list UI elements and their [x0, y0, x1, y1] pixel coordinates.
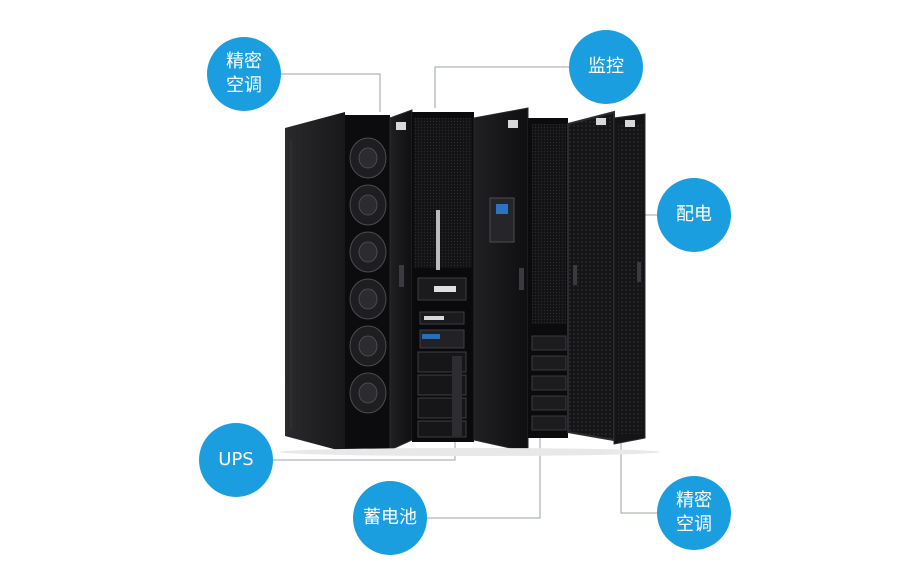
callout-monitoring: 监控 [569, 30, 643, 104]
callout-power-distribution: 配电 [657, 178, 731, 252]
callout-precision-ac-top: 精密 空调 [207, 37, 281, 111]
ac-fans [349, 137, 387, 414]
callout-battery: 蓄电池 [353, 481, 427, 555]
callout-ups: UPS [199, 423, 273, 497]
callout-precision-ac-bottom: 精密 空调 [657, 476, 731, 550]
cabinet-side-panel [285, 112, 345, 452]
